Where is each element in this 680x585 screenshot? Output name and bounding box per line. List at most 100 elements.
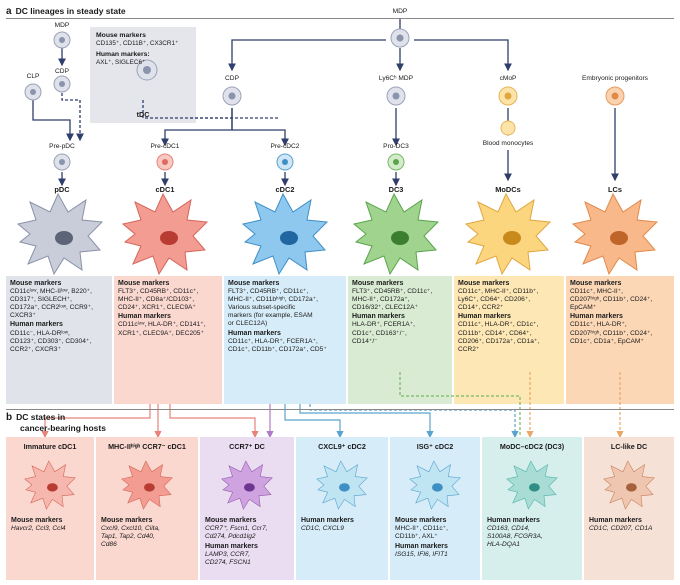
marker-line: XCR1⁺, CLEC9A⁺, DEC205⁺: [118, 329, 204, 337]
panel-bg-cdc2: [224, 276, 346, 404]
marker-line: CD207ʰⁱᵍʰ, CD11b⁺, CD24⁺,: [570, 296, 653, 304]
panel-human-title: Human markers: [352, 313, 405, 321]
state-marker-title: Human markers: [205, 543, 258, 550]
marker-line: Ly6C⁺, CD64⁺, CD206⁺,: [458, 296, 531, 304]
state-marker-title: Mouse markers: [205, 517, 257, 524]
marker-line: CD14⁺/⁻: [352, 337, 378, 345]
state-title: Immature cDC1: [23, 442, 77, 451]
tdc-human-title: Human markers:: [96, 51, 150, 58]
modc-cell: [464, 192, 552, 276]
label-ly6c-mdp: Ly6Cʰ MDP: [378, 75, 414, 82]
state-marker-line: MHC-II⁺, CD11c⁺,: [395, 525, 448, 532]
tdc-box: Mouse markers CD135⁺, CD11B⁺, CX3CR1⁺ Hu…: [90, 27, 196, 123]
state-marker-line: Cd86: [101, 541, 117, 548]
marker-line: Various subset-specific: [228, 304, 296, 312]
connector: [414, 39, 512, 72]
panel-human-title: Human markers: [10, 321, 63, 329]
panel-bg-modcs: [454, 276, 564, 404]
connector: [399, 372, 521, 437]
section-divider: [6, 409, 674, 410]
marker-line: CD1c⁺, CD11b⁺, CD172a⁺, CD5⁺: [228, 345, 327, 353]
state-title: MoDC–cDC2 (DC3): [499, 442, 565, 451]
panel-bg-cdc1: [114, 276, 222, 404]
marker-line: CD11c⁺, HLA-DR⁺,: [570, 321, 627, 329]
marker-line: HLA-DR⁺, FCER1A⁺,: [352, 321, 416, 329]
marker-line: CD24⁺, XCR1⁺, CLEC9A⁺: [118, 304, 196, 312]
label-cmop: cMoP: [499, 75, 517, 82]
state-bg-1: [6, 437, 94, 580]
marker-line: CXCR3⁺: [10, 312, 36, 320]
state-title: CCR7⁺ DC: [229, 442, 265, 451]
label-embryonic: Embryonic progenitors: [582, 75, 648, 82]
connector: [309, 404, 519, 439]
progenitor-cells: [24, 28, 625, 171]
state-bg-2: [96, 437, 198, 580]
state-marker-line: Cd274, Pdcd1lg2: [205, 533, 256, 540]
panel-mouse-title: Mouse markers: [228, 280, 280, 287]
panel-human-title: Human markers: [458, 313, 511, 321]
marker-line: FLT3⁺, CD45RB⁺, CD11c⁺,: [352, 288, 433, 296]
state-marker-title: Mouse markers: [395, 517, 447, 524]
tdc-human-markers: AXL⁺, SIGLEC6⁺: [96, 59, 146, 66]
lineage-name-lcs: LCs: [608, 185, 622, 194]
section-a-title: DC lineages in steady state: [15, 6, 126, 16]
state-cells: [24, 460, 655, 510]
lineage-name-cdc1: cDC1: [155, 185, 175, 194]
connector: [232, 129, 289, 147]
state-marker-line: CD274, FSCN1: [205, 559, 251, 566]
pdc-cell: [16, 192, 104, 276]
marker-line: MHC-II⁺, CD8a⁺/CD103⁺,: [118, 296, 195, 304]
state-marker-title: Mouse markers: [101, 517, 153, 524]
state-marker-title: Mouse markers: [11, 517, 63, 524]
state-box-lc-like-dc: LC-like DC Human markers CD1C, CD207, CD…: [584, 437, 674, 580]
marker-line: MHC-II⁺, CD172a⁺,: [352, 296, 410, 304]
state-bg-7: [584, 437, 674, 580]
marker-panel-pdc: Mouse markers CD11cˡᵒʷ, MHC-IIˡᵒʷ, B220⁺…: [6, 276, 112, 357]
panel-human-title: Human markers: [228, 329, 281, 337]
label-pre-pdc: Pre-pDC: [49, 143, 75, 150]
connector: [169, 404, 259, 439]
marker-line: CD11cˡᵒʷ, MHC-IIˡᵒʷ, B220⁺,: [10, 288, 92, 296]
section-a-letter: a: [6, 6, 12, 17]
panel-mouse-title: Mouse markers: [570, 280, 622, 287]
state-marker-line: CD1C, CD207, CD1A: [589, 525, 653, 532]
state-box-immature-cdc1: Immature cDC1 Mouse markers Havcr2, Ccl3…: [6, 437, 94, 580]
state-marker-title: Human markers: [395, 543, 448, 550]
marker-line: CD1c⁺, CD163⁺/⁻,: [352, 329, 407, 337]
dc3-cell: [352, 192, 440, 276]
marker-line: FLT3⁺, CD45RB⁺, CD11c⁺,: [228, 288, 309, 296]
marker-line: CD11b⁺, CD14⁺, CD64⁺,: [458, 329, 532, 337]
state-box-ccr7-dc: CCR7⁺ DC Mouse markers CCR7⁺, Fscn1, Ccr…: [200, 437, 294, 580]
marker-line: FLT3⁺, CD45RB⁺, CD11c⁺,: [118, 288, 199, 296]
state-cell-5: [409, 460, 461, 510]
state-marker-line: CCR7⁺, Fscn1, Ccr7,: [205, 525, 268, 532]
state-marker-line: ISG15, IFI6, IFIT1: [395, 551, 448, 558]
marker-line: CD317⁺, SIGLECH⁺,: [10, 296, 72, 304]
label-mdp-top: MDP: [392, 8, 408, 15]
connector: [41, 404, 151, 439]
marker-line: CD11c⁺, HLA-DR⁺, CD1c⁺,: [458, 321, 539, 329]
lineage-name-cdc2: cDC2: [275, 185, 295, 194]
blood-monocyte-cell: [500, 120, 516, 136]
label-clp: CLP: [26, 73, 40, 80]
state-title: CXCL9⁺ cDC2: [318, 442, 366, 451]
marker-line: CD206⁺, CD172a⁺, CD1a⁺,: [458, 337, 540, 345]
state-marker-title: Human markers: [589, 517, 642, 524]
panel-mouse-title: Mouse markers: [118, 280, 170, 287]
label-pre-cdc1: Pre-cDC1: [150, 143, 180, 150]
marker-panel-modcs: Mouse markers CD11c⁺, MHC-II⁺, CD11b⁺, L…: [454, 276, 564, 357]
lineage-name-dc3: DC3: [388, 185, 404, 194]
connector: [32, 84, 74, 142]
cdc1-cell: [121, 192, 209, 276]
marker-line: EpCAM⁺: [570, 304, 597, 312]
state-bg-3: [200, 437, 294, 580]
section-b-letter: b: [6, 412, 13, 423]
panel-mouse-title: Mouse markers: [458, 280, 510, 287]
marker-line: CD14⁺, CCR2⁺: [458, 304, 504, 312]
panel-bg-pdc: [6, 276, 112, 404]
state-bg-4: [296, 437, 388, 580]
marker-panel-cdc2: Mouse markers FLT3⁺, CD45RB⁺, CD11c⁺, MH…: [224, 276, 346, 357]
